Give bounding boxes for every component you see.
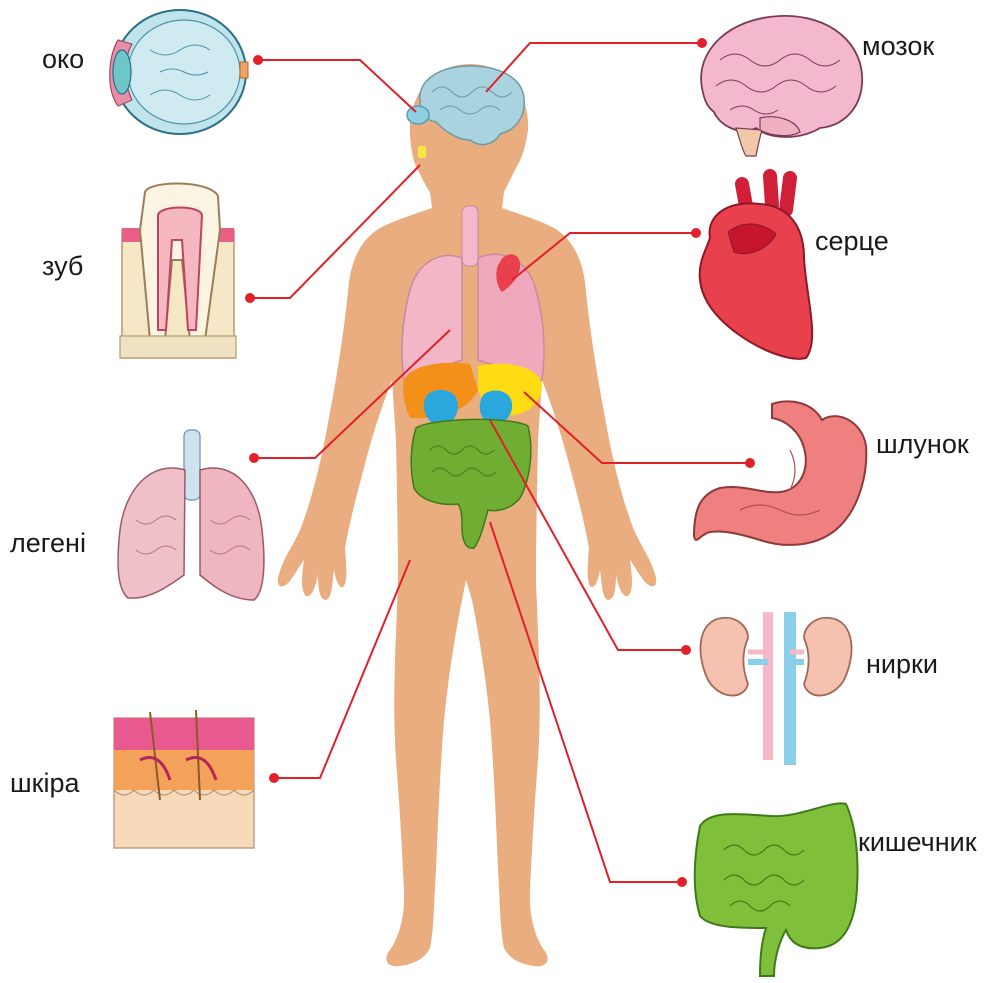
leader-skin (274, 560, 410, 778)
dot-intestine (677, 877, 687, 887)
kidneys-icon (700, 612, 851, 765)
label-skin: шкіра (10, 770, 80, 797)
label-eye: око (42, 46, 84, 73)
label-kidneys: нирки (866, 651, 938, 678)
leader-eye (258, 60, 416, 112)
lungs-icon (118, 430, 264, 600)
body-eye (407, 106, 429, 124)
label-heart: серце (815, 228, 889, 255)
dot-lungs (249, 453, 259, 463)
label-tooth: зуб (42, 253, 83, 280)
intestine-icon (695, 803, 858, 976)
stomach-icon (694, 401, 866, 544)
label-stomach: шлунок (876, 431, 969, 458)
label-brain: мозок (862, 33, 934, 60)
dot-stomach (745, 458, 755, 468)
dot-brain (697, 38, 707, 48)
body-trachea (462, 206, 478, 266)
dot-kidneys (681, 645, 691, 655)
label-lungs: легені (10, 530, 86, 557)
dot-tooth (245, 293, 255, 303)
dot-skin (269, 773, 279, 783)
dot-eye (253, 55, 263, 65)
label-intestine: кишечник (858, 829, 977, 856)
eye-icon (110, 10, 248, 134)
brain-icon (701, 16, 862, 156)
skin-icon (114, 710, 254, 848)
body-tooth (418, 146, 426, 158)
dot-heart (691, 228, 701, 238)
tooth-icon (120, 183, 236, 358)
heart-icon (700, 176, 812, 359)
